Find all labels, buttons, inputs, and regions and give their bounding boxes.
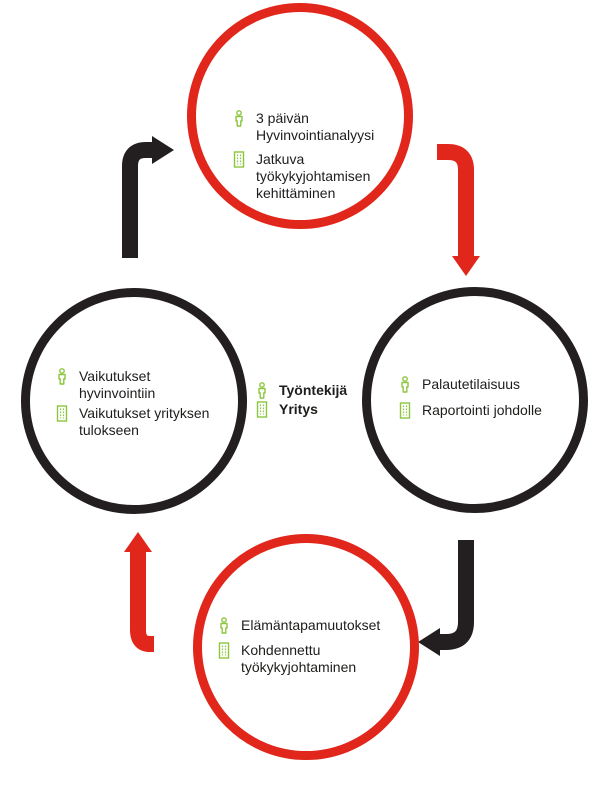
bottom-person-item: Elämäntapamuutokset <box>217 617 380 634</box>
circle-top <box>187 3 413 229</box>
bottom-company-item: Kohdennettu työkykyjohtaminen <box>217 642 356 676</box>
legend-employee-label: Työntekijä <box>279 382 348 398</box>
building-icon <box>55 405 69 422</box>
building-icon <box>217 642 231 659</box>
left-company-item: Vaikutukset yrityksen tulokseen <box>55 405 209 439</box>
left-person-item: Vaikutukset hyvinvointiin <box>55 368 155 402</box>
circle-right <box>362 287 588 513</box>
legend-company: Yritys <box>255 401 318 418</box>
arrow-left-to-top <box>122 136 174 258</box>
right-person-text: Palautetilaisuus <box>422 376 521 392</box>
person-icon <box>217 617 231 634</box>
top-company-text: Jatkuva työkykyjohtamisen kehittäminen <box>256 151 371 201</box>
person-icon <box>55 368 69 385</box>
top-person-item: 3 päivän Hyvinvointianalyysi <box>232 110 374 144</box>
right-company-text: Raportointi johdolle <box>422 402 542 418</box>
building-icon <box>232 151 246 168</box>
circle-bottom <box>193 534 419 760</box>
person-icon <box>255 382 269 399</box>
top-person-text: 3 päivän Hyvinvointianalyysi <box>256 110 375 143</box>
building-icon <box>398 402 412 419</box>
bottom-company-text: Kohdennettu työkykyjohtaminen <box>241 642 357 675</box>
legend-company-label: Yritys <box>279 401 318 417</box>
person-icon <box>232 110 246 127</box>
arrow-top-to-right <box>437 144 480 276</box>
person-icon <box>398 376 412 393</box>
left-person-text: Vaikutukset hyvinvointiin <box>79 368 156 401</box>
arrow-right-to-bottom <box>418 540 474 656</box>
top-company-item: Jatkuva työkykyjohtamisen kehittäminen <box>232 151 370 202</box>
left-company-text: Vaikutukset yrityksen tulokseen <box>79 405 210 438</box>
building-icon <box>255 401 269 418</box>
right-person-item: Palautetilaisuus <box>398 376 520 393</box>
legend-employee: Työntekijä <box>255 382 347 399</box>
circle-left <box>21 288 247 514</box>
right-company-item: Raportointi johdolle <box>398 402 542 419</box>
arrow-bottom-to-left <box>124 532 154 652</box>
bottom-person-text: Elämäntapamuutokset <box>241 617 381 633</box>
